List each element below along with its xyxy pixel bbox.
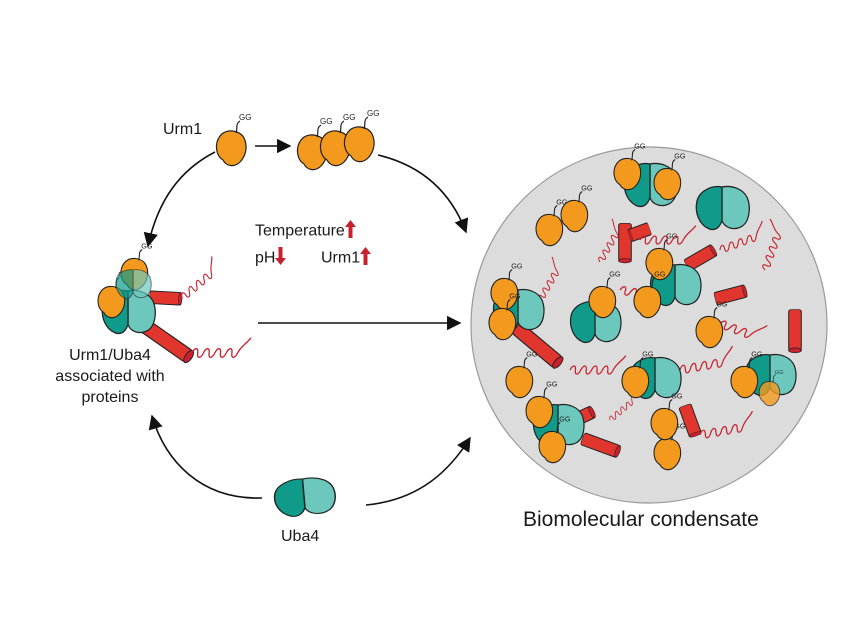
arrow-up-icon xyxy=(344,220,356,243)
temperature-label: Temperature xyxy=(255,220,356,243)
arrow-down-icon xyxy=(275,247,287,270)
urm1-increase-text: Urm1 xyxy=(321,249,361,267)
uba4-label: Uba4 xyxy=(281,528,320,545)
ph-label: pH xyxy=(255,247,287,270)
urm1-label: Urm1 xyxy=(163,121,203,138)
condensate-label: Biomolecular condensate xyxy=(523,508,759,531)
complex-label: Urm1/Uba4 associated with proteins xyxy=(55,347,165,406)
temperature-text: Temperature xyxy=(255,222,345,240)
arrow-urm1-to-complex xyxy=(143,151,216,248)
arrow-up-icon xyxy=(360,247,372,270)
arrow-uba4-to-complex xyxy=(148,414,263,499)
arrow-oligomer-to-condensate xyxy=(377,154,469,234)
condensate-droplet xyxy=(470,141,828,504)
urm1-increase-label: Urm1 xyxy=(321,247,372,270)
ph-text: pH xyxy=(255,249,276,267)
arrow-uba4-to-condensate xyxy=(365,436,471,506)
urm1-oligomer xyxy=(296,108,381,171)
uba4-dimer xyxy=(272,475,338,519)
urm1-monomer xyxy=(215,112,253,167)
